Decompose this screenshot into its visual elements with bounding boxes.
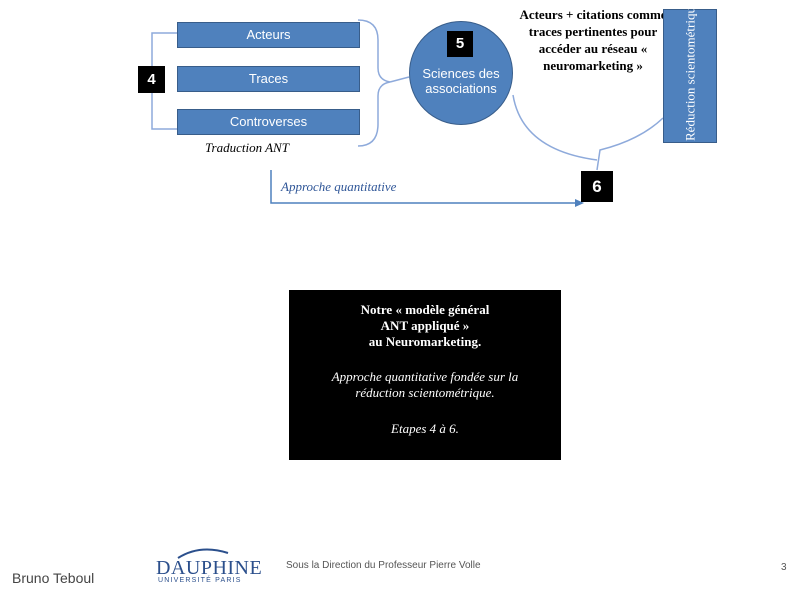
summary-steps: Etapes 4 à 6. (391, 421, 459, 436)
approche-arrowhead (575, 199, 584, 207)
step-4-badge: 4 (138, 66, 165, 93)
right-brace (357, 19, 391, 147)
sciences-label: Sciences des associations (422, 66, 500, 96)
acteurs-citations-text: Acteurs + citations comme traces pertine… (519, 7, 667, 73)
traces-bar: Traces (177, 66, 360, 92)
reduction-to-step6-line (596, 117, 664, 171)
step-6-badge: 6 (581, 171, 613, 202)
summary-body: Approche quantitative fondée sur la rédu… (331, 369, 519, 400)
dauphine-logo-subtitle: UNIVERSITÉ PARIS (158, 577, 242, 584)
author-name: Bruno Teboul (12, 570, 95, 586)
reduction-label: Réduction scientométrique (682, 1, 698, 141)
acteurs-bar: Acteurs (177, 22, 360, 48)
logo-swoosh (177, 548, 229, 559)
direction-text: Sous la Direction du Professeur Pierre V… (286, 560, 481, 571)
step-5-badge: 5 (447, 31, 473, 57)
controverses-bar: Controverses (177, 109, 360, 135)
reduction-box (663, 9, 717, 143)
brace-to-circle-line (389, 76, 410, 83)
approche-arrow-line (270, 170, 578, 204)
summary-title: Notre « modèle général ANT appliqué » au… (360, 302, 490, 349)
page-number: 3 (781, 562, 787, 573)
circle-to-step6-line (512, 94, 598, 161)
traduction-label: Traduction ANT (205, 140, 289, 155)
summary-box: Notre « modèle général ANT appliqué » au… (289, 290, 561, 460)
approche-label: Approche quantitative (281, 179, 397, 194)
dauphine-logo: DAUPHINE (156, 557, 263, 579)
